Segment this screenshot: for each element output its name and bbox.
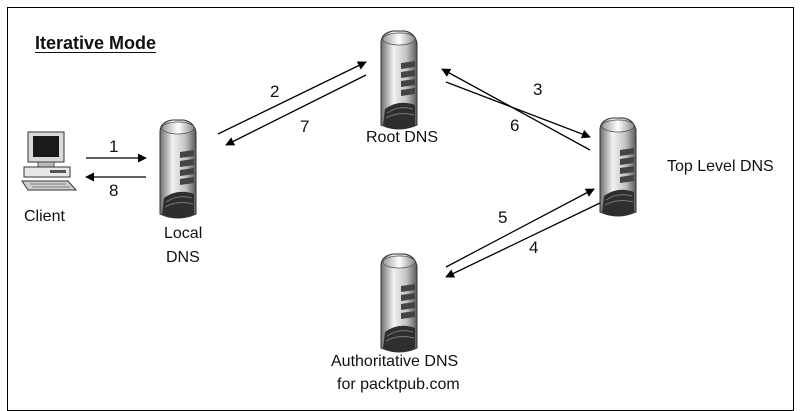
top-level-dns-server-icon <box>599 117 637 217</box>
diagram-title: Iterative Mode <box>35 33 157 53</box>
arrow-step-2 <box>217 61 367 135</box>
arrow-step-6 <box>441 68 591 151</box>
client-label: Client <box>24 208 65 225</box>
arrow-step-3 <box>445 81 591 139</box>
arrow-step-5 <box>445 188 595 268</box>
root-dns-label: Root DNS <box>366 129 439 146</box>
arrow-step-7 <box>225 74 367 146</box>
step-label-6: 6 <box>510 116 520 135</box>
step-label-3: 3 <box>533 80 543 99</box>
local-dns-label-line2: DNS <box>166 249 200 266</box>
authoritative-dns-label-line2: for packtpub.com <box>337 376 460 393</box>
step-label-2: 2 <box>270 82 280 101</box>
top-level-dns-label: Top Level DNS <box>667 158 774 175</box>
local-dns-server-icon <box>159 119 197 219</box>
step-label-4: 4 <box>529 238 539 257</box>
root-dns-server-icon <box>380 30 418 130</box>
step-label-5: 5 <box>498 208 508 227</box>
arrow-step-4 <box>445 202 601 278</box>
client-computer-icon <box>21 131 78 191</box>
step-label-7: 7 <box>300 117 310 136</box>
step-label-8: 8 <box>109 181 119 200</box>
authoritative-dns-server-icon <box>380 253 418 353</box>
step-label-1: 1 <box>109 137 119 156</box>
authoritative-dns-label-line1: Authoritative DNS <box>331 353 459 370</box>
local-dns-label-line1: Local <box>164 225 203 242</box>
